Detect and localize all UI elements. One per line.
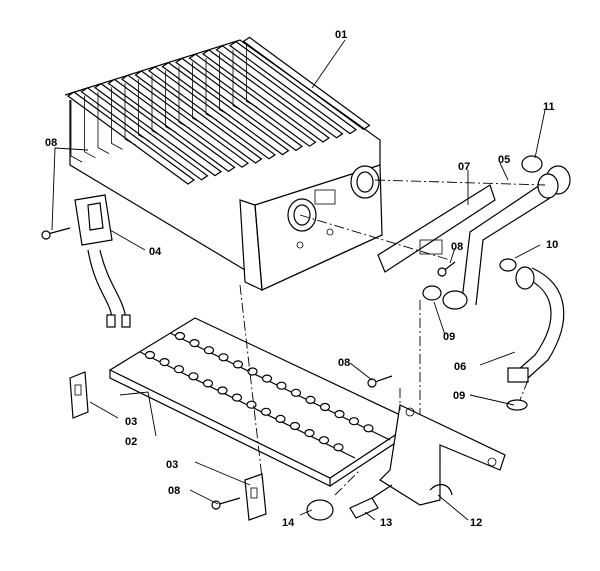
burner-jet	[333, 443, 344, 452]
burner-jet	[202, 379, 214, 388]
burner-jet	[290, 388, 302, 397]
heat-exchanger	[64, 36, 383, 291]
fin	[147, 66, 277, 160]
burner-jet	[159, 358, 170, 367]
fin-side	[219, 53, 231, 117]
label-08-middle: 08	[338, 357, 350, 369]
clip-bottom	[244, 473, 267, 521]
burner-jet	[289, 421, 301, 431]
burner-jet	[305, 395, 316, 404]
screw-right	[437, 261, 456, 277]
screw-middle	[367, 375, 393, 388]
burner-jet	[304, 429, 315, 438]
label-02: 02	[125, 436, 137, 448]
fin	[134, 70, 263, 164]
label-13: 13	[380, 517, 392, 529]
burner-jet	[276, 381, 287, 390]
label-03-bottom: 03	[166, 459, 178, 471]
fin-side	[232, 49, 245, 112]
burner-jet	[231, 393, 243, 402]
fin	[107, 78, 236, 173]
label-12: 12	[470, 517, 482, 529]
burner-plate	[108, 317, 417, 487]
bracket	[379, 404, 506, 506]
burner-jet	[232, 360, 244, 369]
fin-side	[138, 79, 150, 142]
burner-jet	[174, 331, 186, 341]
burner-jet	[261, 374, 273, 383]
burner-jet	[363, 424, 374, 433]
burner-jet	[189, 339, 200, 348]
sensor-assembly	[74, 194, 131, 328]
label-08-left: 08	[45, 137, 57, 149]
burner-jet	[173, 365, 185, 374]
fin-side	[192, 62, 204, 125]
fin-side	[165, 70, 177, 133]
label-06: 06	[454, 361, 466, 373]
fin-side	[151, 74, 164, 138]
label-07: 07	[458, 161, 470, 173]
label-04: 04	[149, 246, 162, 258]
burner-jet	[218, 353, 229, 362]
fin	[161, 61, 290, 156]
burner-jet	[203, 346, 215, 355]
label-14: 14	[282, 517, 295, 529]
fin	[215, 45, 344, 139]
label-11: 11	[543, 101, 555, 113]
pipe-05	[442, 165, 571, 310]
fin-side	[70, 100, 83, 163]
burner-jet	[319, 402, 331, 412]
fin	[201, 49, 331, 143]
label-09-upper: 09	[443, 331, 455, 343]
mounting-plate	[377, 184, 496, 273]
burner-jet	[144, 350, 156, 360]
burner-jet	[217, 386, 228, 395]
screw-bottom	[211, 497, 241, 510]
o-ring-11	[521, 155, 543, 173]
burner-jet	[188, 372, 199, 381]
burner-jet	[334, 410, 345, 419]
o-ring-10	[499, 258, 517, 272]
assembly-lines	[239, 179, 546, 496]
o-ring-09-upper	[422, 285, 442, 301]
fin-side	[124, 83, 137, 146]
label-01: 01	[335, 29, 347, 41]
burner-jet	[246, 400, 257, 409]
label-08-right: 08	[451, 241, 463, 253]
label-09-lower: 09	[453, 390, 465, 402]
burner-jet	[247, 367, 258, 376]
burner-jet	[275, 414, 286, 423]
burner-jet	[260, 407, 272, 416]
fin	[120, 74, 250, 168]
fin	[188, 53, 317, 147]
o-ring-09-lower	[506, 399, 528, 411]
part-labels: 01 02 03 03 04 05 06 07 08 08 08 08 09 0…	[45, 29, 558, 529]
fin-side	[84, 95, 96, 159]
clip-left	[69, 371, 89, 419]
fin	[174, 57, 304, 152]
label-08-bottom: 08	[168, 485, 180, 497]
fin-side	[111, 87, 123, 150]
o-ring-14	[306, 499, 334, 521]
pipe-06	[507, 266, 565, 383]
injector	[349, 484, 393, 519]
fin	[228, 40, 358, 135]
fin-side	[205, 58, 218, 121]
label-03-left: 03	[125, 416, 137, 428]
label-10: 10	[546, 239, 558, 251]
fin-side	[97, 91, 110, 154]
burner-jet	[318, 436, 330, 445]
fin-side	[178, 66, 191, 129]
burner-jet	[348, 417, 360, 426]
screw-left	[41, 227, 71, 240]
leader-lines	[51, 39, 546, 521]
label-05: 05	[498, 154, 510, 166]
fin-side	[246, 45, 258, 108]
